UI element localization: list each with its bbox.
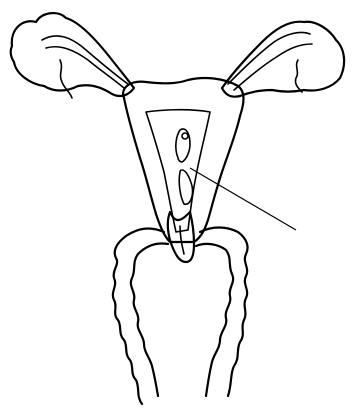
- lesion-lower-blob: [179, 170, 192, 204]
- vaginal-wall-right-inner: [196, 244, 233, 396]
- vaginal-wall-left-inner: [131, 243, 168, 396]
- lesion-small-nodule: [182, 133, 188, 139]
- left-ovary-outline: [11, 13, 134, 96]
- right-tube-inner-upper: [228, 32, 310, 84]
- leader-line: [190, 168, 296, 230]
- left-ovary-and-tube: [11, 13, 134, 98]
- left-ovary-fold: [60, 60, 72, 98]
- right-ovary-and-tube: [222, 22, 344, 97]
- left-tube-inner-upper: [42, 36, 128, 84]
- right-ovary-fold: [295, 60, 302, 92]
- cavity-lesion: [176, 129, 193, 204]
- left-tube-inner-lower: [46, 47, 124, 88]
- vaginal-wall-right: [200, 228, 248, 397]
